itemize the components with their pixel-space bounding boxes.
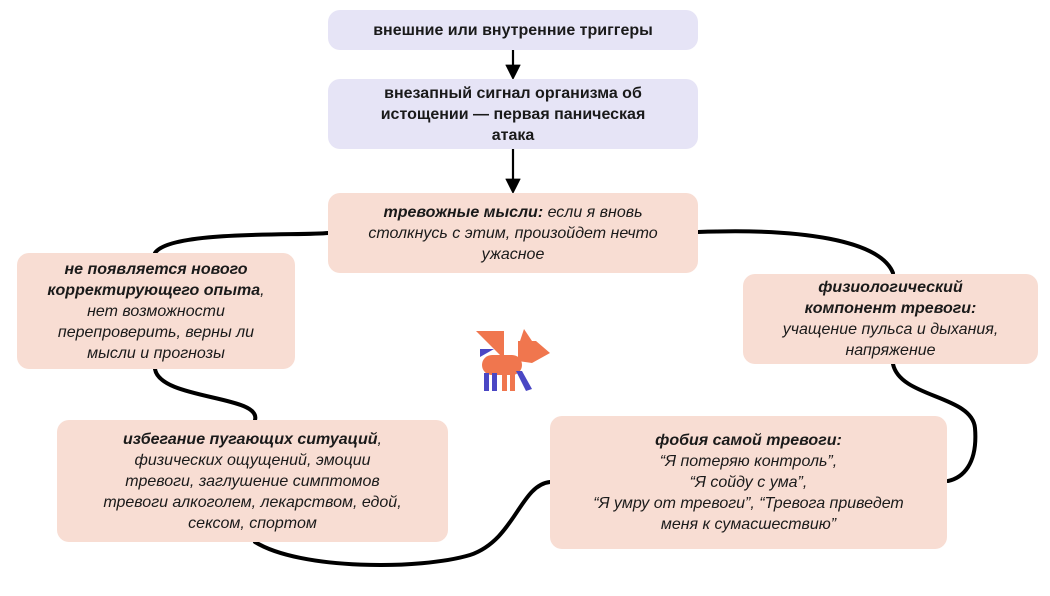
node-physiology-heading-2-colon: : — [971, 300, 977, 317]
node-no-experience-heading-2: корректирующего опыта — [47, 281, 261, 299]
node-avoidance-line-2: физических ощущений, эмоции — [134, 451, 371, 469]
node-physiology-heading-1: физиологический — [818, 279, 963, 296]
node-first-attack-line-1: внезапный сигнал организма об — [384, 84, 642, 102]
dog-shapes-logo-icon — [476, 329, 550, 391]
node-thoughts-line-2: столкнусь с этим, произойдет нечто — [368, 224, 658, 242]
node-no-experience-heading-2-comma: , — [260, 281, 265, 299]
node-phobia-line-5: меня к сумасшествию” — [660, 516, 837, 533]
node-phobia-heading-colon: : — [836, 432, 842, 449]
node-avoidance-heading: избегание пугающих ситуаций — [123, 430, 378, 448]
node-phobia-line-4: “Я умру от тревоги”, “Тревога приведет — [593, 495, 904, 512]
node-no-experience-heading-1: не появляется нового — [64, 260, 248, 278]
node-avoidance-line-3: тревоги, заглушение симптомов — [125, 472, 380, 490]
node-first-panic-attack: внезапный сигнал организма об истощении … — [328, 79, 698, 149]
node-phobia-line-2: “Я потеряю контроль”, — [659, 453, 838, 470]
connector-no-experience-to-thoughts — [153, 231, 330, 255]
node-physiology-line-3: учащение пульса и дыхания, — [782, 321, 999, 338]
connector-avoidance-to-no-experience — [153, 367, 258, 422]
node-phobia-line-3: “Я сойду с ума”, — [689, 474, 808, 491]
node-first-attack-line-2: истощении — первая паническая — [380, 105, 646, 123]
node-no-experience-line-5: мысли и прогнозы — [87, 344, 225, 362]
node-thoughts-line-1-rest: если я вновь — [543, 203, 643, 221]
node-avoidance-heading-comma: , — [377, 430, 382, 448]
node-anxious-thoughts: тревожные мысли: если я вновь столкнусь … — [328, 193, 698, 273]
node-no-experience-line-4: перепроверить, верны ли — [57, 323, 255, 341]
node-avoidance-line-4: тревоги алкоголем, лекарством, едой, — [103, 493, 402, 511]
node-phobia-of-anxiety: фобия самой тревоги: “Я потеряю контроль… — [550, 416, 947, 549]
node-thoughts-heading-colon: : — [537, 203, 544, 221]
node-phobia-heading: фобия самой тревоги — [655, 432, 837, 449]
connector-phobia-to-avoidance — [253, 480, 552, 567]
node-no-experience-line-3: нет возможности — [87, 302, 225, 320]
node-no-corrective-experience: не появляется нового корректирующего опы… — [17, 253, 295, 369]
connector-thoughts-to-physiology — [696, 229, 895, 275]
node-first-attack-line-3: атака — [491, 126, 535, 144]
node-physiology-line-4: напряжение — [845, 342, 936, 359]
node-avoidance-line-5: сексом, спортом — [188, 514, 317, 532]
node-avoidance: избегание пугающих ситуаций, физических … — [57, 420, 448, 542]
node-triggers-text: внешние или внутренние триггеры — [373, 21, 653, 39]
connector-physiology-to-phobia — [891, 362, 978, 483]
node-thoughts-heading: тревожные мысли — [383, 203, 538, 221]
node-physiological-component: физиологический компонент тревоги: учаще… — [743, 274, 1038, 364]
node-thoughts-line-3: ужасное — [481, 245, 545, 263]
node-physiology-heading-2: компонент тревоги — [804, 300, 972, 317]
node-triggers: внешние или внутренние триггеры — [328, 10, 698, 50]
